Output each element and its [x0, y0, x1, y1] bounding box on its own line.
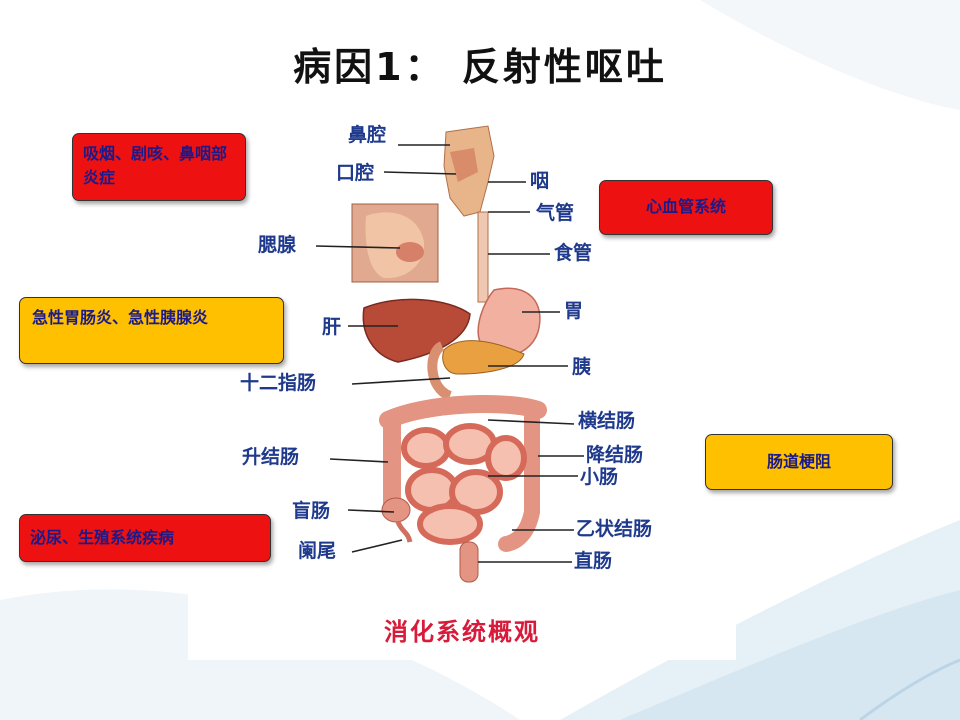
callout-smoking-cough-text: 吸烟、剧咳、鼻咽部炎症 [83, 144, 228, 187]
label-transverse-colon: 横结肠 [578, 410, 636, 432]
label-rectum: 直肠 [574, 550, 613, 572]
label-pharynx: 咽 [530, 170, 550, 192]
anatomy-illustration [315, 125, 584, 583]
callout-urogenital-text: 泌尿、生殖系统疾病 [30, 528, 175, 547]
label-trachea: 气管 [536, 202, 575, 224]
label-salivary-gland: 腮腺 [258, 234, 297, 256]
label-small-intestine: 小肠 [580, 466, 619, 488]
label-pancreas: 胰 [572, 356, 592, 378]
callout-intestinal-obstruction-text: 肠道梗阻 [766, 452, 831, 471]
callout-gastroenteritis-text: 急性胃肠炎、急性胰腺炎 [32, 308, 209, 327]
label-stomach: 胃 [564, 300, 584, 322]
callout-intestinal-obstruction: 肠道梗阻 [705, 434, 893, 490]
label-liver: 肝 [322, 316, 342, 338]
callout-gastroenteritis: 急性胃肠炎、急性胰腺炎 [19, 297, 284, 364]
callout-cardiovascular-text: 心血管系统 [645, 197, 726, 216]
slide-title: 病因1： 反射性呕吐 [293, 45, 667, 89]
label-descending-colon: 降结肠 [586, 444, 644, 466]
callout-cardiovascular: 心血管系统 [599, 180, 773, 235]
label-cecum: 盲肠 [292, 500, 331, 522]
label-ascending-colon: 升结肠 [242, 446, 300, 468]
label-appendix: 阑尾 [298, 540, 337, 562]
label-nasal-cavity: 鼻腔 [348, 124, 387, 146]
label-duodenum: 十二指肠 [240, 372, 317, 394]
label-sigmoid-colon: 乙状结肠 [576, 518, 653, 540]
label-oral-cavity: 口腔 [336, 162, 375, 184]
label-esophagus: 食管 [554, 242, 593, 264]
callout-smoking-cough: 吸烟、剧咳、鼻咽部炎症 [72, 133, 246, 201]
callout-urogenital: 泌尿、生殖系统疾病 [19, 514, 271, 562]
diagram-caption: 消化系统概观 [384, 618, 540, 646]
